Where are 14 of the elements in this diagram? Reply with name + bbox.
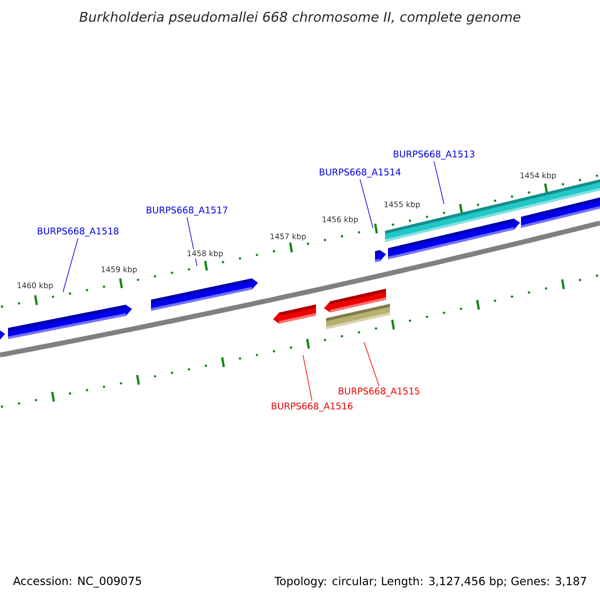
gene-label: BURPS668_A1513	[394, 150, 474, 160]
leader-line	[434, 160, 444, 204]
gene-label: BURPS668_A1515	[338, 388, 420, 396]
leader-line	[364, 342, 380, 386]
leader-line	[302, 354, 312, 402]
gene-label: BURPS668_A1514	[320, 168, 401, 178]
leader-line	[62, 238, 78, 292]
leader-line	[360, 178, 374, 228]
gene-label: BURPS668_A1518	[38, 228, 118, 236]
title: Burkholderia pseudomallei 668 chromosome II, complete genome	[80, 12, 520, 24]
genome-info-text: Topology: circular; Length: 3,127,456 bp; Genes: 3,187	[274, 576, 586, 588]
accession-text: Accession: NC_009075	[13, 576, 142, 588]
gene-label: BURPS668_A1517	[146, 206, 228, 216]
gene-label: BURPS668_A1516	[272, 402, 352, 412]
